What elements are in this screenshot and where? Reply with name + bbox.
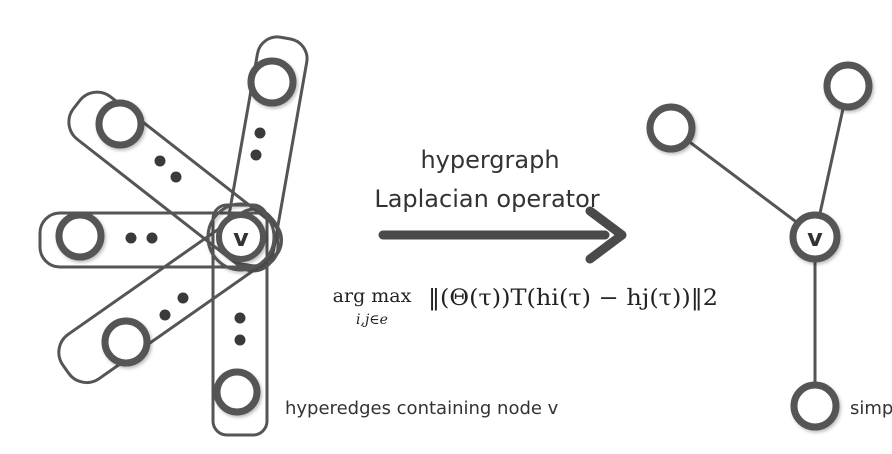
operator-title-line1: hypergraph xyxy=(420,146,559,174)
hyperedge-left xyxy=(38,211,280,269)
arrow xyxy=(378,206,627,264)
node-upper-left xyxy=(95,99,145,149)
ellipsis-dots xyxy=(125,127,266,346)
right-node-upper-left xyxy=(646,103,696,153)
left-center-node xyxy=(206,202,276,272)
hyperedge-lower-left xyxy=(57,207,283,385)
right-caption: simp xyxy=(850,398,892,419)
right-node-top xyxy=(823,61,873,111)
formula-operator: arg max xyxy=(333,285,412,307)
node-top xyxy=(247,57,297,107)
right-center-label: v xyxy=(807,224,823,252)
right-nodes xyxy=(646,61,873,431)
right-node-bottom xyxy=(790,381,840,431)
node-lower-left xyxy=(101,317,151,367)
right-node-center xyxy=(789,211,841,263)
left-nodes xyxy=(55,57,297,416)
operator-title-line2: Laplacian operator xyxy=(374,185,599,213)
formula-subscript: i,j∈e xyxy=(356,312,388,328)
node-left xyxy=(55,211,105,261)
hyperedge-up xyxy=(222,35,309,268)
left-center-label: v xyxy=(233,224,249,252)
node-bottom xyxy=(213,368,261,416)
formula-expression: ‖(Θ(τ))T(hi(τ) − hj(τ))‖2 xyxy=(428,286,718,311)
right-edges xyxy=(670,85,850,406)
left-caption: hyperedges containing node v xyxy=(285,398,559,419)
formula: arg max i,j∈e ‖(Θ(τ))T(hi(τ) − hj(τ))‖2 xyxy=(333,285,718,328)
